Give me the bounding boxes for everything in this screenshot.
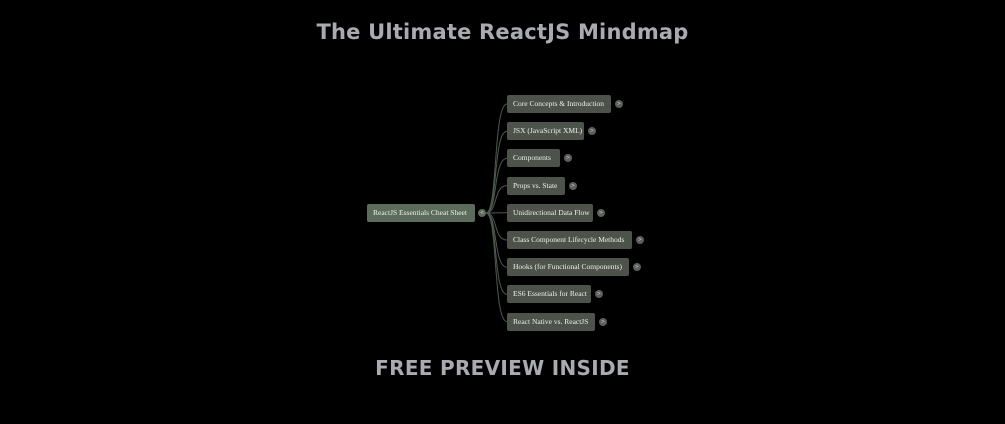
expand-toggle-icon[interactable]: > — [615, 100, 623, 108]
child-node[interactable]: Unidirectional Data Flow — [507, 203, 593, 222]
child-node[interactable]: Components — [507, 149, 560, 168]
child-node-label: Hooks (for Functional Components) — [513, 262, 622, 272]
child-node[interactable]: Core Concepts & Introduction — [507, 95, 611, 113]
child-node-label: JSX (JavaScript XML) — [513, 126, 583, 136]
expand-toggle-icon[interactable]: > — [595, 290, 603, 299]
child-node-label: ES6 Essentials for React — [513, 289, 587, 299]
expand-toggle-icon[interactable]: > — [597, 208, 605, 217]
preview-banner: FREE PREVIEW INSIDE — [375, 356, 630, 380]
root-node-label: ReactJS Essentials Cheat Sheet — [373, 208, 467, 217]
child-node[interactable]: Hooks (for Functional Components) — [507, 258, 629, 277]
expand-toggle-icon[interactable]: > — [599, 317, 607, 326]
child-node-label: Components — [513, 153, 551, 163]
link-line — [485, 185, 508, 214]
child-node-label: Core Concepts & Introduction — [513, 99, 605, 108]
child-node[interactable]: React Native vs. ReactJS — [507, 312, 595, 331]
link-line — [485, 103, 508, 214]
expand-toggle-icon[interactable]: > — [633, 263, 641, 272]
child-node-label: Class Component Lifecycle Methods — [513, 235, 625, 244]
expand-toggle-icon[interactable]: > — [636, 236, 644, 244]
child-node-label: React Native vs. ReactJS — [513, 316, 589, 326]
root-node[interactable]: ReactJS Essentials Cheat Sheet — [367, 204, 475, 222]
collapse-toggle-icon[interactable]: < — [478, 209, 486, 217]
child-node[interactable]: JSX (JavaScript XML) — [507, 122, 584, 141]
link-line — [485, 130, 508, 214]
child-node[interactable]: Class Component Lifecycle Methods — [507, 231, 632, 249]
child-node-label: Unidirectional Data Flow — [513, 207, 590, 217]
child-node[interactable]: ES6 Essentials for React — [507, 285, 591, 304]
expand-toggle-icon[interactable]: > — [564, 154, 572, 163]
expand-toggle-icon[interactable]: > — [569, 181, 577, 190]
link-line — [485, 212, 508, 323]
child-node-label: Props vs. State — [513, 180, 558, 190]
child-node[interactable]: Props vs. State — [507, 176, 565, 195]
expand-toggle-icon[interactable]: > — [588, 127, 596, 136]
link-line — [485, 157, 508, 214]
page-title: The Ultimate ReactJS Mindmap — [316, 20, 689, 44]
